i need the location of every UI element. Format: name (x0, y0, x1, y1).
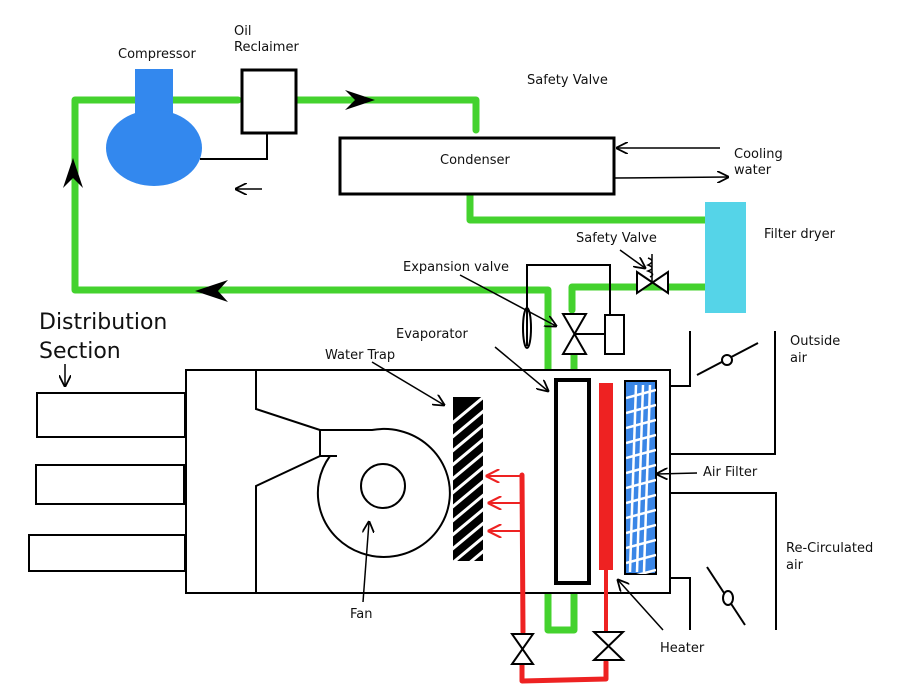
trap-stripe (469, 549, 483, 561)
safety-valve-label: Safety Valve (576, 231, 657, 246)
trap-stripe (453, 437, 483, 467)
fan-label: Fan (350, 607, 373, 622)
recirculated-air-label-2: air (786, 558, 804, 573)
flow-arrow-icon (63, 158, 83, 188)
oil-return-line (200, 133, 268, 160)
filter-hatch-line (626, 403, 656, 415)
heater-water-loop (487, 475, 609, 684)
air-filter (624, 380, 657, 575)
fan-plenum (255, 370, 321, 593)
filter-hatch-line (626, 508, 656, 520)
oil-reclaimer-label-2: Reclaimer (234, 40, 299, 55)
trap-stripe (453, 465, 483, 495)
air-filter-label: Air Filter (703, 465, 758, 480)
filter-hatch-line (626, 523, 656, 535)
cooling-water-label-1: Cooling (734, 147, 783, 162)
fan-icon (316, 427, 451, 558)
recirculated-air-duct (670, 492, 777, 630)
trap-stripe (453, 409, 483, 439)
trap-stripe (453, 423, 483, 453)
condenser-label: Condenser (440, 153, 511, 168)
filter-dryer-label: Filter dryer (764, 227, 836, 242)
filter-dryer (705, 202, 746, 313)
filter-hatch-line (626, 553, 656, 565)
outside-air-label-2: air (790, 351, 808, 366)
trap-stripe (453, 507, 483, 537)
cooling-water-out-arrow (614, 177, 728, 178)
trap-stripe (453, 493, 483, 523)
water-trap (450, 397, 486, 621)
expansion-valve-icon (522, 264, 625, 355)
compressor-label: Compressor (118, 47, 197, 62)
outside-air-duct (670, 331, 776, 455)
trap-stripe (453, 521, 483, 551)
water-trap-label: Water Trap (325, 348, 395, 363)
filter-hatch-line (635, 384, 645, 573)
flow-arrow-icon (195, 280, 228, 302)
filter-hatch-line (636, 568, 656, 574)
expansion-valve-pointer (459, 274, 556, 326)
trap-stripe (453, 535, 483, 561)
safety-valve-top-label: Safety Valve (527, 73, 608, 88)
cooling-water-label-2: water (734, 163, 772, 178)
distribution-duct-1 (36, 392, 186, 438)
trap-stripe (450, 591, 486, 621)
safety-valve-pointer (619, 249, 645, 268)
fan-pointer (363, 522, 369, 603)
evaporator-pointer (494, 346, 548, 391)
recirculated-air-label-1: Re-Circulated (786, 541, 873, 556)
distribution-duct-3 (28, 534, 186, 572)
flow-arrow-icon (345, 90, 375, 110)
evaporator (554, 378, 591, 585)
evaporator-label: Evaporator (396, 327, 468, 342)
heater-valve-right-icon (591, 631, 626, 661)
distribution-label-2: Section (39, 339, 121, 364)
filter-hatch-line (626, 478, 656, 490)
compressor (106, 69, 202, 186)
distribution-label-1: Distribution (39, 310, 167, 335)
oil-reclaimer (240, 68, 298, 135)
filter-hatch-line (626, 388, 656, 400)
heater-label: Heater (660, 641, 705, 656)
air-filter-pointer (657, 473, 698, 474)
filter-hatch-line (626, 463, 656, 475)
filter-hatch-line (626, 493, 656, 505)
condenser (338, 136, 616, 196)
water-trap-pointer (371, 361, 444, 405)
heater (599, 383, 613, 570)
oil-reclaimer-label-1: Oil (234, 24, 251, 39)
filter-hatch-line (626, 418, 656, 430)
filter-hatch-line (626, 538, 656, 550)
trap-stripe (453, 451, 483, 481)
heater-pointer (618, 580, 664, 631)
distribution-duct-2 (35, 464, 185, 505)
expansion-valve-label: Expansion valve (403, 260, 509, 275)
filter-hatch-line (628, 384, 638, 573)
filter-hatch-line (626, 448, 656, 460)
air-handler-housing (185, 369, 671, 594)
filter-hatch-line (626, 433, 656, 445)
trap-stripe (453, 397, 483, 425)
outside-air-label-1: Outside (790, 334, 840, 349)
safety-valve-icon (636, 254, 669, 295)
trap-stripe (453, 479, 483, 509)
filter-hatch-line (642, 384, 652, 573)
heater-valve-left-icon (510, 633, 535, 665)
